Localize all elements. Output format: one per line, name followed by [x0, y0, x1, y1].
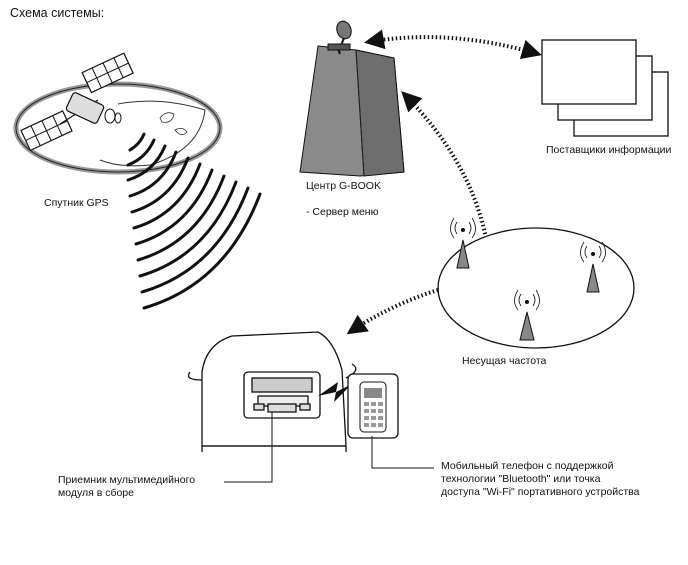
- receiver-label-line1: Приемник мультимедийного: [58, 474, 196, 486]
- antenna-icon: [450, 217, 476, 269]
- leader-lines: [224, 412, 434, 483]
- gps-satellite-label: Спутник GPS: [44, 197, 109, 209]
- phone-label-line3: доступа "Wi-Fi" портативного устройства: [441, 486, 640, 498]
- car-dashboard-icon: [187, 331, 357, 452]
- receiver-label-line2: модуля в сборе: [58, 487, 134, 499]
- wireless-link-icon: [318, 382, 352, 402]
- gbook-center-label: Центр G-BOOK: [306, 180, 381, 192]
- gbook-center-icon: [299, 20, 405, 177]
- info-providers-label: Поставщики информации: [546, 144, 672, 156]
- diagram-title: Схема системы:: [10, 6, 105, 20]
- antenna-icon: [580, 241, 606, 293]
- carrier-network: [437, 217, 635, 349]
- carrier-label: Несущая частота: [462, 355, 547, 367]
- mobile-phone-icon: [347, 373, 399, 439]
- gps-satellite-icon: [13, 52, 223, 175]
- info-providers-icon: [541, 39, 669, 137]
- menu-server-label: - Сервер меню: [306, 206, 379, 218]
- gps-signal-waves: [126, 132, 262, 310]
- phone-label-line1: Мобильный телефон с поддержкой: [441, 460, 614, 472]
- antenna-icon: [514, 289, 540, 341]
- data-link-arrows: [346, 29, 542, 335]
- phone-label-line2: технологии "Bluetooth" или точка: [441, 473, 601, 485]
